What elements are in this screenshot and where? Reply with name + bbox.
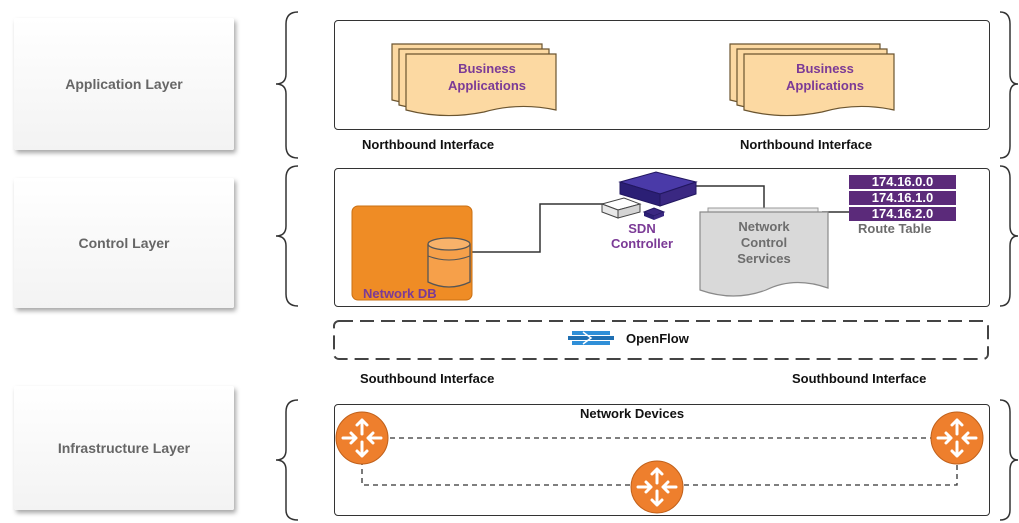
router-right-icon [930, 411, 984, 465]
ncs-line1: Network [738, 219, 790, 234]
openflow-label: OpenFlow [626, 331, 689, 346]
router-left-icon [335, 411, 389, 465]
sdn-controller-line2: Controller [610, 236, 674, 251]
business-app-2-label: Business Applications [750, 60, 900, 94]
infra-brace-left [275, 399, 299, 521]
infrastructure-layer-label: Infrastructure Layer [14, 386, 234, 510]
southbound-interface-left: Southbound Interface [360, 371, 495, 386]
northbound-interface-left: Northbound Interface [362, 137, 495, 152]
business-app-2-line2: Applications [785, 78, 864, 93]
router-bottom-icon [630, 460, 684, 514]
business-app-1-line2: Applications [447, 78, 526, 93]
network-control-services-label: Network Control Services [714, 219, 814, 267]
infrastructure-layer-text: Infrastructure Layer [57, 440, 191, 456]
business-app-2-line1: Business [796, 61, 854, 76]
application-layer-label: Application Layer [14, 18, 234, 150]
network-db-label: Network DB [363, 286, 437, 301]
control-brace-left [275, 165, 299, 307]
control-layer-text: Control Layer [78, 235, 170, 251]
device-links [361, 437, 958, 486]
network-devices-title: Network Devices [580, 406, 685, 421]
sdn-controller-line1: SDN [628, 221, 656, 236]
route-table-label: Route Table [858, 221, 932, 236]
network-control-services-shape [699, 207, 829, 297]
sdn-controller-shape [600, 171, 698, 220]
openflow-icon [568, 331, 614, 345]
route-entry-3: 174.16.2.0 [849, 207, 956, 221]
control-layer-label: Control Layer [14, 178, 234, 308]
southbound-interface-right: Southbound Interface [792, 371, 927, 386]
ncs-line3: Services [737, 251, 791, 266]
app-brace-left [275, 11, 299, 159]
openflow-box [333, 320, 989, 360]
sdn-controller-label: SDN Controller [594, 221, 690, 251]
business-app-1-label: Business Applications [412, 60, 562, 94]
application-layer-text: Application Layer [65, 76, 183, 92]
northbound-interface-right: Northbound Interface [740, 137, 873, 152]
infra-brace-right [999, 399, 1019, 521]
business-app-1-line1: Business [458, 61, 516, 76]
app-brace-right [999, 11, 1019, 159]
business-app-2-shape [729, 43, 895, 117]
control-brace-right [999, 165, 1019, 307]
route-entry-1: 174.16.0.0 [849, 175, 956, 189]
ncs-line2: Control [740, 235, 788, 250]
network-db-shape [351, 205, 473, 301]
route-entry-2: 174.16.1.0 [849, 191, 956, 205]
business-app-1-shape [391, 43, 557, 117]
